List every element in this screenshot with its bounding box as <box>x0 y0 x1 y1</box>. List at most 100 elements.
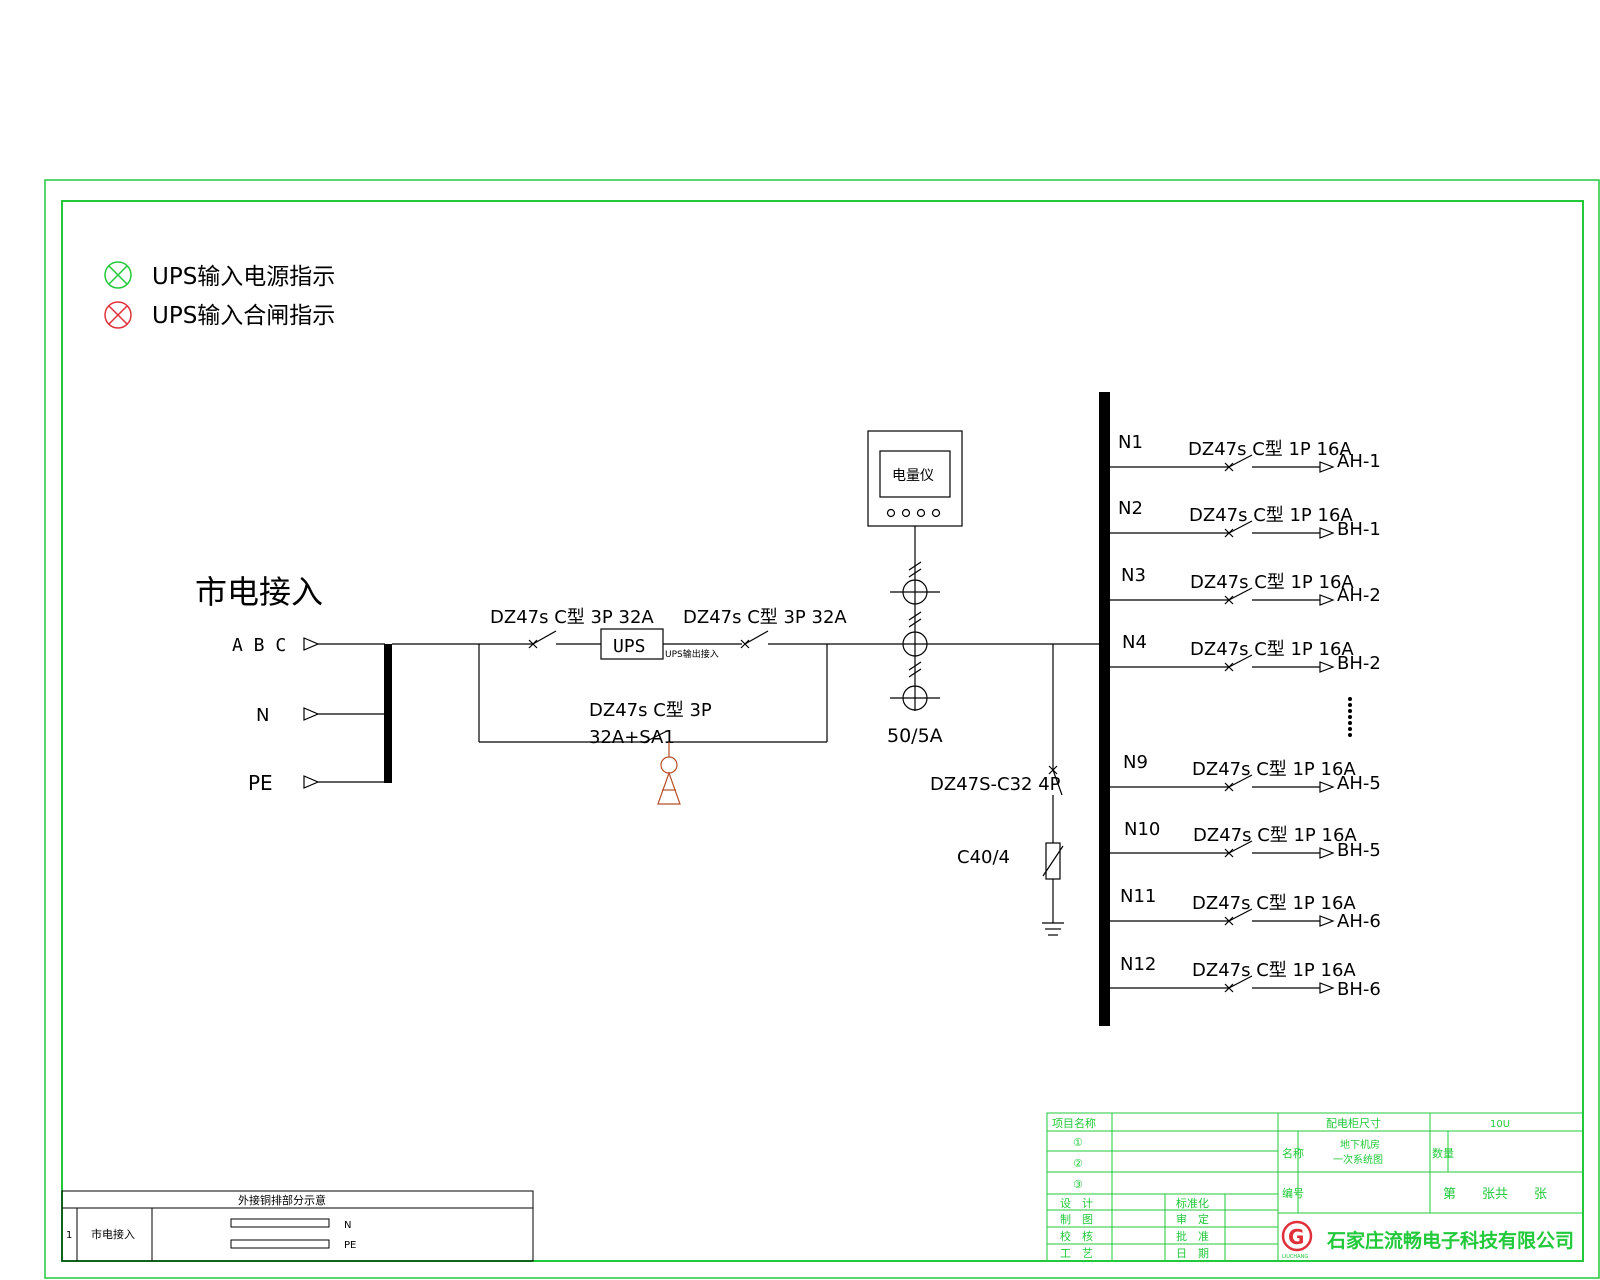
branch-id: N11 <box>1120 886 1156 907</box>
meter-label: 电量仪 <box>892 468 934 484</box>
bypass-breaker-label-1: DZ47s C型 3P <box>589 700 712 721</box>
ct-ring-2 <box>902 631 928 657</box>
branch-row: N3 DZ47s C型 1P 16A AH-2 <box>1110 565 1381 606</box>
date-label: 日 期 <box>1176 1247 1209 1260</box>
branch-output-arrow <box>1319 847 1335 859</box>
bypass-breaker-label-2: 32A+SA1 <box>589 727 675 748</box>
code-label: 编号 <box>1282 1186 1304 1200</box>
ups-output-note: UPS输出接入 <box>665 648 719 660</box>
approve-label: 批 准 <box>1176 1229 1209 1243</box>
copper-table-row-no: 1 <box>66 1230 72 1241</box>
title-block <box>1046 1112 1584 1262</box>
legend-power-label: UPS输入电源指示 <box>152 264 335 290</box>
quantity-label: 数量 <box>1432 1147 1454 1160</box>
copper-bar-table <box>61 1190 534 1262</box>
branch-output-arrow <box>1319 781 1335 793</box>
ups-in-breaker-label: DZ47s C型 3P 32A <box>490 607 654 628</box>
legend: UPS输入电源指示 UPS输入合闸指示 <box>104 261 335 329</box>
branch-id: N9 <box>1123 752 1148 773</box>
input-busbar <box>384 644 392 783</box>
title-block-text: 项目名称 ① ② ③ 设 计 制 图 校 核 工 艺 标准化 审 定 批 准 日… <box>1052 1116 1574 1260</box>
branch-load: BH-2 <box>1337 653 1381 674</box>
branch-load: AH-2 <box>1337 585 1381 606</box>
ups-box <box>600 628 664 660</box>
item1-label: ① <box>1073 1136 1083 1149</box>
branch-breaker: DZ47s C型 1P 16A <box>1192 759 1356 780</box>
cabinet-size-label: 配电柜尺寸 <box>1326 1116 1381 1130</box>
mains-title: 市电接入 <box>195 573 323 611</box>
continuation-dots <box>1348 697 1352 737</box>
branch-output-arrow <box>1319 594 1335 606</box>
branch-breaker: DZ47s C型 1P 16A <box>1192 893 1356 914</box>
ground-icon <box>1042 922 1064 936</box>
branch-output-arrow <box>1319 527 1335 539</box>
branch-row: N4 DZ47s C型 1P 16A BH-2 <box>1110 632 1381 674</box>
design-label: 设 计 <box>1060 1197 1093 1210</box>
legend-closing-label: UPS输入合闸指示 <box>152 303 335 329</box>
copper-bar-pe-label: PE <box>344 1240 356 1251</box>
indicator-lamp-icon <box>657 742 681 805</box>
ct-ratio-label: 50/5A <box>887 725 943 747</box>
branch-row: N1 DZ47s C型 1P 16A AH-1 <box>1110 432 1381 473</box>
inner-frame <box>61 200 1584 1262</box>
branch-breaker: DZ47s C型 1P 16A <box>1189 505 1353 526</box>
branch-breaker: DZ47s C型 1P 16A <box>1193 825 1357 846</box>
logo-subtext: LIUCHANG <box>1282 1254 1308 1260</box>
branch-row: N2 DZ47s C型 1P 16A BH-1 <box>1110 498 1381 540</box>
branch-row: N11 DZ47s C型 1P 16A AH-6 <box>1110 886 1381 932</box>
copper-bar-n <box>230 1218 330 1228</box>
branch-breaker: DZ47s C型 1P 16A <box>1190 639 1354 660</box>
neutral-terminal-arrow <box>303 707 320 721</box>
branch-breaker: DZ47s C型 1P 16A <box>1190 572 1354 593</box>
power-indicator-icon <box>104 261 132 289</box>
review-label: 审 定 <box>1176 1212 1209 1226</box>
pe-label: PE <box>248 771 273 795</box>
cabinet-size-value: 10U <box>1490 1119 1510 1130</box>
surge-breaker-label: DZ47S-C32 4P <box>930 774 1061 795</box>
project-name-label: 项目名称 <box>1052 1116 1096 1130</box>
pe-terminal-arrow <box>303 775 320 789</box>
item3-label: ③ <box>1073 1178 1083 1191</box>
ups-path <box>392 628 1100 743</box>
closing-indicator-icon <box>104 301 132 329</box>
surge-arrester-label: C40/4 <box>957 847 1010 868</box>
branch-id: N1 <box>1118 432 1143 453</box>
process-label: 工 艺 <box>1060 1247 1093 1260</box>
branch-id: N10 <box>1124 819 1160 840</box>
branch-id: N2 <box>1118 498 1143 519</box>
branch-load: BH-6 <box>1337 979 1381 1000</box>
company-name: 石家庄流畅电子科技有限公司 <box>1326 1229 1574 1252</box>
company-logo-icon: G LIUCHANG <box>1281 1220 1313 1260</box>
branch-breaker: DZ47s C型 1P 16A <box>1192 960 1356 981</box>
check-label: 校 核 <box>1060 1229 1093 1243</box>
standard-label: 标准化 <box>1176 1196 1209 1210</box>
branch-circuits: N1 DZ47s C型 1P 16A AH-1 N2 DZ47s C型 1P 1… <box>1110 432 1381 1000</box>
branch-load: AH-1 <box>1337 451 1381 472</box>
mains-input: 市电接入 A B C N PE <box>195 573 392 795</box>
ups-label: UPS <box>613 636 646 657</box>
branch-load: AH-6 <box>1337 911 1381 932</box>
branch-load: BH-1 <box>1337 519 1381 540</box>
branch-row: N10 DZ47s C型 1P 16A BH-5 <box>1110 819 1381 861</box>
outer-frame <box>44 179 1600 1279</box>
item2-label: ② <box>1073 1157 1083 1170</box>
output-busbar <box>1099 392 1110 1026</box>
branch-output-arrow <box>1319 461 1335 473</box>
phase-label: A B C <box>232 635 286 656</box>
branch-output-arrow <box>1319 982 1335 994</box>
surge-protection <box>1042 644 1064 936</box>
copper-table-title: 外接铜排部分示意 <box>238 1193 326 1207</box>
ups-out-breaker-label: DZ47s C型 3P 32A <box>683 607 847 628</box>
name-label: 名称 <box>1282 1146 1304 1160</box>
branch-id: N3 <box>1121 565 1146 586</box>
neutral-label: N <box>256 705 269 726</box>
copper-bar-pe <box>230 1239 330 1249</box>
drawing-name-line2: 一次系统图 <box>1333 1153 1383 1166</box>
branch-row: N9 DZ47s C型 1P 16A AH-5 <box>1110 752 1381 794</box>
sheet-info: 第 张共 张 <box>1443 1187 1547 1202</box>
branch-id: N12 <box>1120 954 1156 975</box>
branch-row: N12 DZ47s C型 1P 16A BH-6 <box>1110 954 1381 1000</box>
draw-label: 制 图 <box>1060 1213 1093 1226</box>
branch-breaker: DZ47s C型 1P 16A <box>1188 439 1352 460</box>
